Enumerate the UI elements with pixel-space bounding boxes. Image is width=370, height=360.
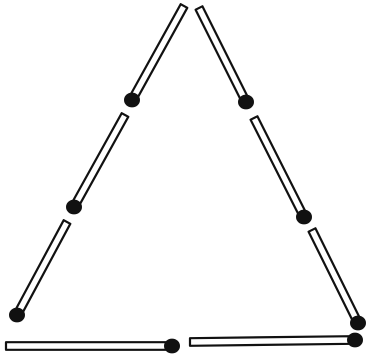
matchstick-right-3 — [309, 228, 366, 330]
matchstick-head — [347, 333, 363, 348]
matchstick-right-1 — [196, 6, 254, 109]
matchstick-head — [350, 316, 366, 331]
matchstick-head — [9, 308, 25, 323]
matchstick-body — [309, 228, 361, 322]
matchstick-head — [124, 93, 140, 108]
matchstick-head — [66, 200, 82, 215]
matchstick-body — [6, 342, 169, 350]
matchstick-head — [296, 210, 312, 225]
matchstick-body — [190, 336, 352, 346]
matchstick-layer — [6, 4, 366, 353]
matchstick-head — [164, 339, 180, 354]
matchstick-body — [251, 116, 306, 216]
matchstick-body — [15, 220, 70, 314]
matchstick-left-1 — [124, 4, 187, 107]
matchstick-bottom-2 — [190, 333, 363, 348]
matchstick-body — [130, 4, 187, 99]
matchstick-left-2 — [66, 113, 128, 214]
matchstick-right-2 — [251, 116, 312, 224]
matchstick-bottom-1 — [6, 339, 180, 354]
matchstick-left-3 — [9, 220, 70, 322]
matchstick-body — [72, 113, 128, 206]
matchstick-head — [238, 95, 254, 110]
matchstick-body — [196, 6, 249, 101]
